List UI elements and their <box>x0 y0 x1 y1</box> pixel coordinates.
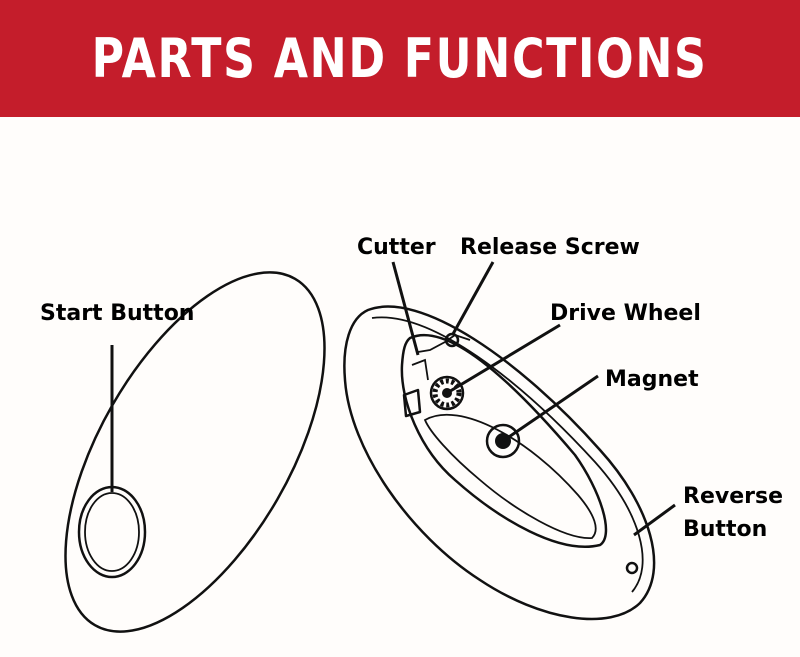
start-button-outer <box>77 485 147 579</box>
release-screw-leader <box>451 261 495 335</box>
label-button: Button <box>683 517 767 542</box>
device-top-outline <box>64 271 326 633</box>
start-button-inner <box>84 492 140 572</box>
cutter-blade <box>402 388 422 418</box>
drive-wheel-leader <box>446 323 561 395</box>
parts-diagram: Start Button Cutter Release Screw Drive … <box>40 235 783 633</box>
cavity-wall <box>417 334 471 353</box>
label-cutter: Cutter <box>357 235 436 260</box>
release-screw <box>444 332 460 348</box>
device-bottom-outline <box>343 305 656 621</box>
device-rim-line <box>371 316 644 593</box>
label-magnet: Magnet <box>605 367 699 392</box>
magnet-leader <box>502 374 599 443</box>
cutter-edge <box>411 358 429 381</box>
device-bottom-view <box>343 305 656 621</box>
reverse-button-leader <box>633 503 676 537</box>
mechanism-cavity <box>400 333 608 548</box>
reverse-button-indicator <box>625 561 639 575</box>
label-drive-wheel: Drive Wheel <box>550 301 701 326</box>
page-title: PARTS AND FUNCTIONS <box>92 27 708 90</box>
title-banner: PARTS AND FUNCTIONS <box>0 0 800 117</box>
cutter-leader <box>391 261 420 356</box>
device-top-view <box>64 271 326 633</box>
label-reverse: Reverse <box>683 484 783 509</box>
label-start-button: Start Button <box>40 301 194 326</box>
label-release-screw: Release Screw <box>460 235 640 260</box>
